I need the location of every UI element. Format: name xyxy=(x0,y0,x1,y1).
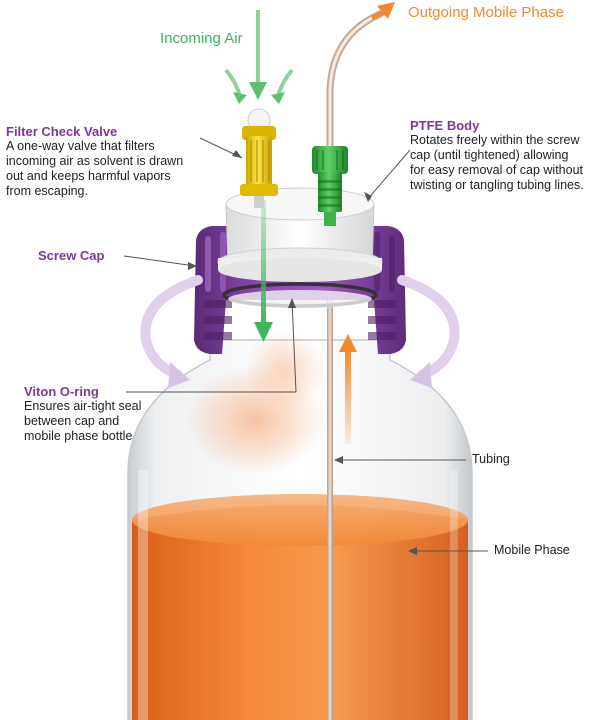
mobile-phase-up-arrow xyxy=(345,350,351,444)
filter-check-valve-line-3: out and keeps harmful vapors xyxy=(6,169,171,183)
ptfe-body xyxy=(217,187,383,282)
ptfe-body-title: PTFE Body xyxy=(410,118,480,133)
screw-cap-title: Screw Cap xyxy=(38,248,105,263)
ptfe-body-callout: PTFE Body Rotates freely within the scre… xyxy=(410,118,584,193)
rotation-arrow-right xyxy=(397,275,460,388)
incoming-air-arrows xyxy=(224,10,294,342)
ptfe-body-line-3: for easy removal of cap without xyxy=(410,163,583,177)
bottle xyxy=(127,330,473,720)
viton-oring-title: Viton O-ring xyxy=(24,384,99,399)
rotation-arrow-left xyxy=(140,275,203,388)
mobile-phase-liquid xyxy=(132,505,468,720)
viton-oring-line-1: Ensures air-tight seal xyxy=(24,399,142,413)
filter-check-valve-line-1: A one-way valve that filters xyxy=(6,139,155,153)
ptfe-body-line-2: cap (until tightened) allowing xyxy=(410,148,569,162)
filter-check-valve-line-2: incoming air as solvent is drawn xyxy=(6,154,184,168)
viton-oring-line-3: mobile phase bottle xyxy=(24,429,133,443)
outgoing-mobile-phase-label: Outgoing Mobile Phase xyxy=(408,4,564,21)
ptfe-body-line-4: twisting or tangling tubing lines. xyxy=(410,178,584,192)
filter-check-valve-line-4: from escaping. xyxy=(6,184,88,198)
tubing-inside xyxy=(327,230,333,720)
tubing-label: Tubing xyxy=(472,452,510,466)
leader-lines xyxy=(123,137,488,552)
ptfe-body-line-1: Rotates freely within the screw xyxy=(410,133,580,147)
viton-oring-callout: Viton O-ring Ensures air-tight seal betw… xyxy=(24,384,141,444)
mobile-phase-label: Mobile Phase xyxy=(494,543,570,557)
filter-check-valve-title: Filter Check Valve xyxy=(6,124,118,139)
incoming-air-label: Incoming Air xyxy=(160,30,243,47)
liquid-surface xyxy=(132,494,468,546)
viton-oring-line-2: between cap and xyxy=(24,414,120,428)
filter-check-valve-callout: Filter Check Valve A one-way valve that … xyxy=(6,124,183,199)
filter-check-valve xyxy=(240,108,278,208)
outlet-tubing xyxy=(326,9,386,154)
green-fitting xyxy=(312,146,348,226)
